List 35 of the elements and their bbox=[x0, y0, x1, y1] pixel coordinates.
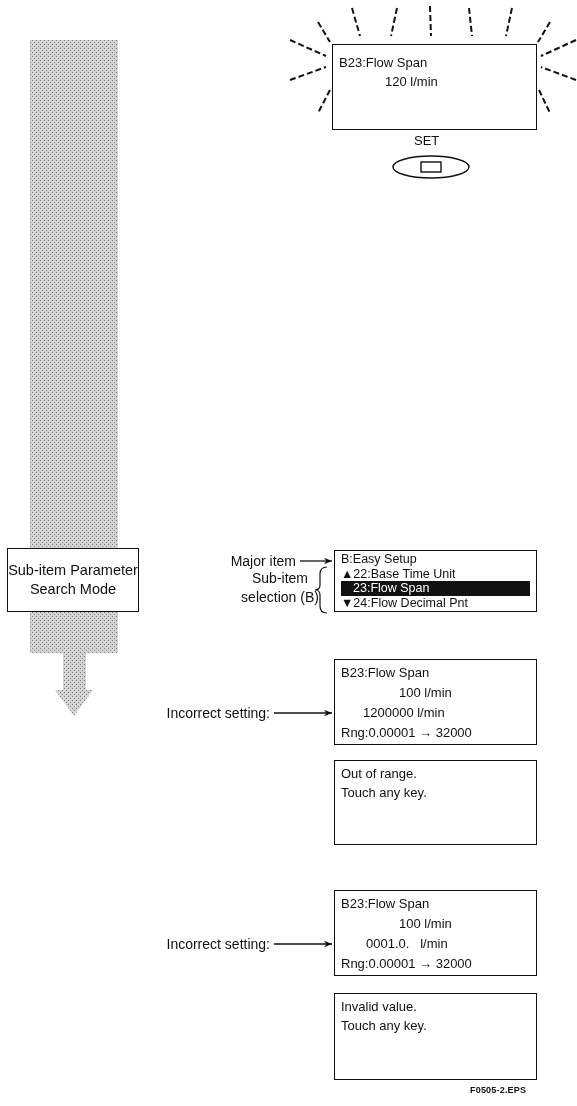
display-text: Rng:0.00001 → 32000 bbox=[341, 955, 472, 973]
arrow bbox=[273, 940, 333, 948]
lcd-screen bbox=[334, 760, 537, 845]
display-text: 0001.0. l/min bbox=[366, 935, 448, 953]
display-text: B:Easy Setup bbox=[341, 552, 417, 567]
callout-label: Major item bbox=[230, 552, 296, 570]
display-text: B23:Flow Span bbox=[341, 895, 430, 913]
lcd-screen bbox=[334, 890, 537, 976]
display-text: B23:Flow Span bbox=[339, 54, 428, 72]
bracket-label: Sub-item selection (B) bbox=[240, 569, 320, 607]
display-text: 100 l/min bbox=[399, 915, 452, 933]
highlighted-menu-row: 23:Flow Span bbox=[341, 581, 530, 596]
lcd-screen bbox=[334, 993, 537, 1080]
lcd-screen bbox=[334, 550, 537, 612]
display-text: Touch any key. bbox=[341, 1017, 427, 1035]
display-text: Rng:0.00001 → 32000 bbox=[341, 724, 472, 742]
display-text: 1200000 l/min bbox=[363, 704, 445, 722]
figure-code: F0505-2.EPS bbox=[470, 1084, 527, 1096]
callout-label: Incorrect setting: bbox=[166, 935, 270, 953]
display-text: ▲22:Base Time Unit bbox=[341, 566, 456, 582]
key-label: SET bbox=[414, 133, 440, 149]
display-text: B23:Flow Span bbox=[341, 664, 430, 682]
arrow bbox=[273, 709, 333, 717]
display-text: Invalid value. bbox=[341, 998, 417, 1016]
display-text: Touch any key. bbox=[341, 784, 427, 802]
callout-label: Incorrect setting: bbox=[166, 704, 270, 722]
display-text: 120 l/min bbox=[385, 73, 438, 91]
arrow bbox=[299, 557, 333, 565]
display-text: 100 l/min bbox=[399, 684, 452, 702]
mode-box bbox=[7, 548, 139, 612]
lcd-screen bbox=[332, 44, 537, 130]
lcd-screen bbox=[334, 659, 537, 745]
display-text: Out of range. bbox=[341, 765, 417, 783]
mode-label: Sub-item Parameter Search Mode bbox=[8, 561, 138, 599]
display-text: ▼24:Flow Decimal Pnt bbox=[341, 595, 468, 611]
